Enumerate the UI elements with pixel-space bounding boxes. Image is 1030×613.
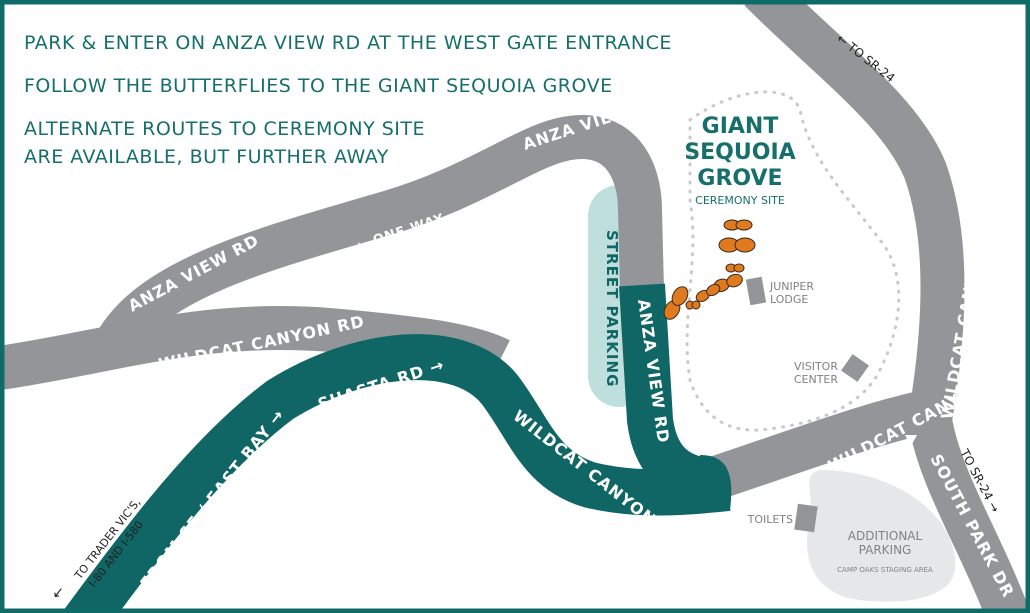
instruction-alternate-1: ALTERNATE ROUTES TO CEREMONY SITE xyxy=(24,118,425,140)
additional-parking-area xyxy=(807,470,956,602)
juniper-lodge-building xyxy=(745,276,767,306)
grove-title-1: GIANT xyxy=(702,114,779,139)
route-anza-view xyxy=(619,283,706,503)
road-sr24 xyxy=(744,0,1030,613)
juniper-label-1: JUNIPER xyxy=(769,280,814,293)
route-turn xyxy=(700,455,732,510)
grove-boundary xyxy=(685,90,901,432)
arrow-left-icon: ← xyxy=(49,583,69,602)
instruction-alternate-2: ARE AVAILABLE, BUT FURTHER AWAY xyxy=(24,146,389,168)
visitor-label-2: CENTER xyxy=(794,373,839,386)
road-anza-view xyxy=(95,115,664,357)
grove-title-2: SEQUOIA xyxy=(684,140,795,165)
visitor-label-1: VISITOR xyxy=(794,360,838,373)
instruction-follow: FOLLOW THE BUTTERFLIES TO THE GIANT SEQU… xyxy=(24,75,613,97)
butterfly-icons xyxy=(663,219,756,320)
butterfly-icon xyxy=(663,286,689,320)
butterfly-icon xyxy=(723,219,753,231)
route-shasta-wildcat xyxy=(61,334,731,613)
grove-subtitle: CEREMONY SITE xyxy=(695,194,785,207)
label-street-parking: STREET PARKING xyxy=(603,230,621,387)
butterfly-icon xyxy=(725,263,745,273)
juniper-label-2: LODGE xyxy=(770,293,808,306)
parking-label-2: PARKING xyxy=(859,543,912,557)
grove-title-3: GROVE xyxy=(697,166,782,191)
road-wildcat-east xyxy=(703,388,940,501)
visitor-center-building xyxy=(841,354,869,382)
butterfly-icon xyxy=(718,237,756,253)
toilets-building xyxy=(794,503,818,533)
parking-sublabel: CAMP OAKS STAGING AREA xyxy=(837,566,933,574)
butterfly-icon xyxy=(695,283,721,303)
triangle-marker-icon xyxy=(905,435,917,446)
instruction-park: PARK & ENTER ON ANZA VIEW RD AT THE WEST… xyxy=(24,32,672,54)
butterfly-icon xyxy=(685,300,701,310)
parking-label-1: ADDITIONAL xyxy=(848,529,923,543)
toilets-label: TOILETS xyxy=(747,513,793,526)
